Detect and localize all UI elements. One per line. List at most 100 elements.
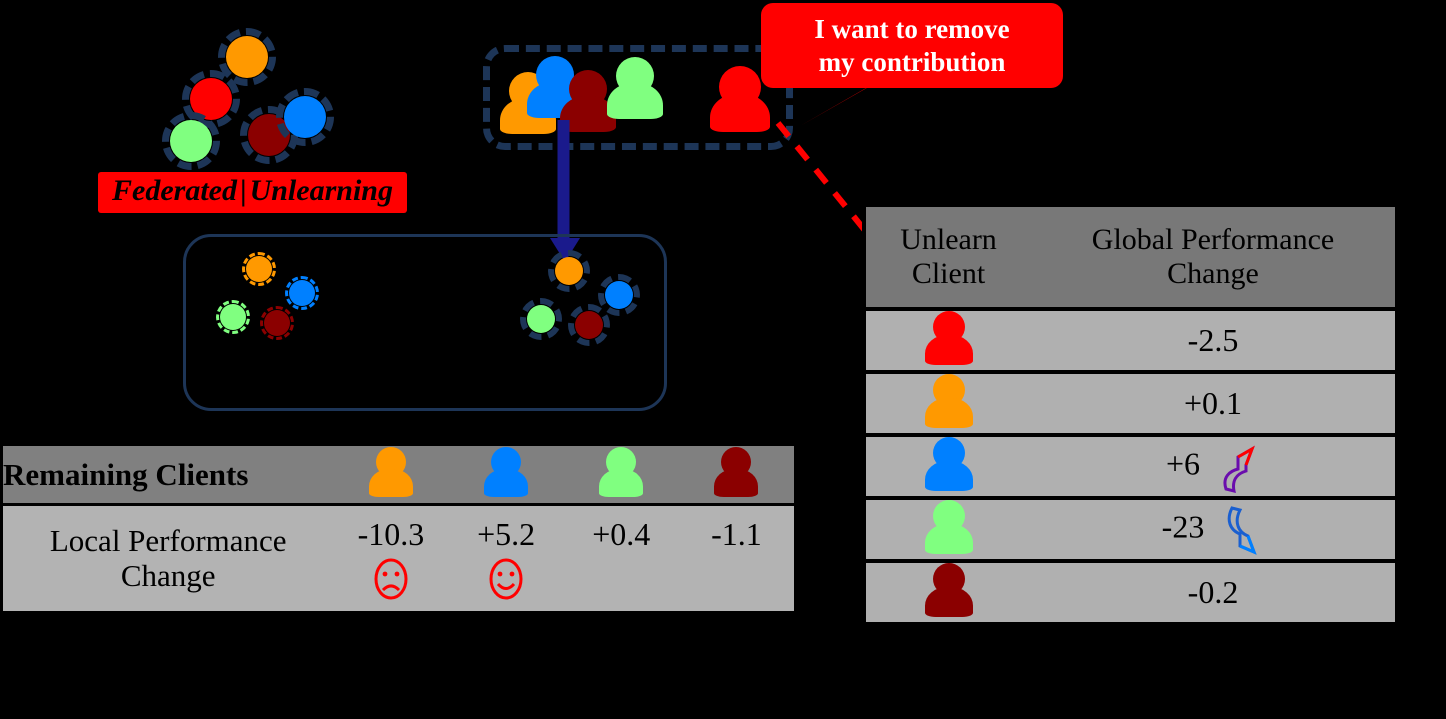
node-core: [527, 305, 555, 333]
value-text: +6: [1165, 444, 1201, 481]
node-core: [170, 120, 212, 162]
node-core: [605, 281, 633, 309]
global-change-cell: +0.1: [1031, 372, 1397, 435]
node-blue: [276, 88, 334, 146]
node-green: [162, 112, 220, 170]
global-change-cell: -23: [1031, 498, 1397, 561]
node-ring-icon: [260, 306, 294, 340]
unlearn-client-darkred: [864, 561, 1031, 624]
node-ring-icon: [242, 252, 276, 286]
table-row: -23: [864, 498, 1397, 561]
server-right-node-group: [520, 248, 640, 346]
person-body: [710, 94, 770, 132]
cell-value-green: +0.4: [564, 505, 679, 613]
model-node-orange: [242, 252, 276, 286]
model-node-green: [216, 300, 250, 334]
value-text: -2.5: [1187, 322, 1239, 358]
value-text: +0.4: [592, 516, 651, 552]
value-text: -1.1: [711, 516, 762, 552]
retrained-node-green: [520, 298, 562, 340]
fu-label-left: Federated: [112, 174, 237, 207]
cell-value-orange: -10.3: [333, 505, 448, 613]
node-ring-icon: [285, 276, 319, 310]
up-arrow-icon: [1223, 445, 1255, 493]
person-body: [924, 461, 973, 491]
metric-line-2: Change: [120, 557, 216, 593]
federated-unlearning-label: Federated|Unlearning: [98, 172, 407, 213]
node-core: [264, 310, 290, 336]
local-performance-label: Local Performance Change: [2, 505, 334, 613]
node-ring-icon: [520, 298, 562, 340]
speech-bubble-container: I want to remove my contribution: [761, 3, 1063, 88]
person-icon: [924, 500, 973, 554]
top-node-cluster: [150, 20, 350, 170]
speech-line-1: I want to remove: [814, 14, 1010, 44]
unlearn-client-orange: [864, 372, 1031, 435]
header-line-2: Client: [911, 257, 986, 290]
retrained-node-blue: [598, 274, 640, 316]
client-green: [607, 57, 663, 119]
node-ring-icon: [568, 304, 610, 346]
value-text: +5.2: [477, 516, 536, 552]
header-line-2: Change: [1167, 257, 1259, 290]
table-row: +0.1: [864, 372, 1397, 435]
person-icon: [599, 447, 644, 497]
person-body: [924, 587, 973, 617]
person-body: [607, 83, 663, 119]
model-node-darkred: [260, 306, 294, 340]
table-row-header: Unlearn Client Global Performance Change: [864, 205, 1397, 309]
header-client-orange: [333, 445, 448, 505]
node-orange: [218, 28, 276, 86]
client-group-box: [483, 45, 793, 150]
retrained-node-orange: [548, 250, 590, 292]
node-ring-icon: [276, 88, 334, 146]
header-client-darkred: [679, 445, 796, 505]
header-line-1: Unlearn: [900, 223, 997, 257]
table-row: +6: [864, 435, 1397, 498]
node-core: [575, 311, 603, 339]
person-body: [368, 469, 413, 497]
person-body: [714, 469, 759, 497]
node-ring-icon: [598, 274, 640, 316]
down-arrow-icon: [1228, 505, 1257, 555]
remaining-clients-label: Remaining Clients: [3, 456, 249, 492]
unlearn-client-green: [864, 498, 1031, 561]
table-row-header: Remaining Clients: [1, 444, 796, 505]
person-icon: [368, 447, 413, 497]
person-icon: [924, 311, 973, 365]
header-client-blue: [449, 445, 564, 505]
node-ring-icon: [218, 28, 276, 86]
person-icon: [924, 374, 973, 428]
person-icon: [714, 447, 759, 497]
remaining-clients-table: Remaining Clients: [0, 443, 797, 614]
global-change-cell: -0.2: [1031, 561, 1397, 624]
person-body: [924, 335, 973, 365]
happy-face-icon: [489, 558, 523, 600]
unlearn-client-table: Unlearn Client Global Performance Change…: [862, 203, 1399, 626]
person-icon: [484, 447, 529, 497]
model-node-blue: [285, 276, 319, 310]
speech-bubble-tail-icon: [800, 80, 880, 126]
person-body: [599, 469, 644, 497]
speech-bubble: I want to remove my contribution: [761, 3, 1063, 88]
person-icon: [924, 563, 973, 617]
node-ring-icon: [548, 250, 590, 292]
table-row: -0.2: [864, 561, 1397, 624]
retrained-node-darkred: [568, 304, 610, 346]
global-change-cell: -2.5: [1031, 309, 1397, 372]
node-core: [284, 96, 326, 138]
node-core: [246, 256, 272, 282]
header-line-1: Global Performance: [1091, 223, 1335, 257]
person-icon: [924, 437, 973, 491]
cell-value-blue: +5.2: [449, 505, 564, 613]
global-performance-header: Global Performance Change: [1031, 205, 1397, 309]
table-row: -2.5: [864, 309, 1397, 372]
value-text: -23: [1161, 507, 1205, 544]
unlearn-client-header: Unlearn Client: [864, 205, 1031, 309]
unlearn-client-red: [864, 309, 1031, 372]
node-core: [289, 280, 315, 306]
client-red-leaving: [710, 66, 770, 132]
node-ring-icon: [216, 300, 250, 334]
value-text: -10.3: [357, 516, 425, 552]
node-core: [226, 36, 268, 78]
